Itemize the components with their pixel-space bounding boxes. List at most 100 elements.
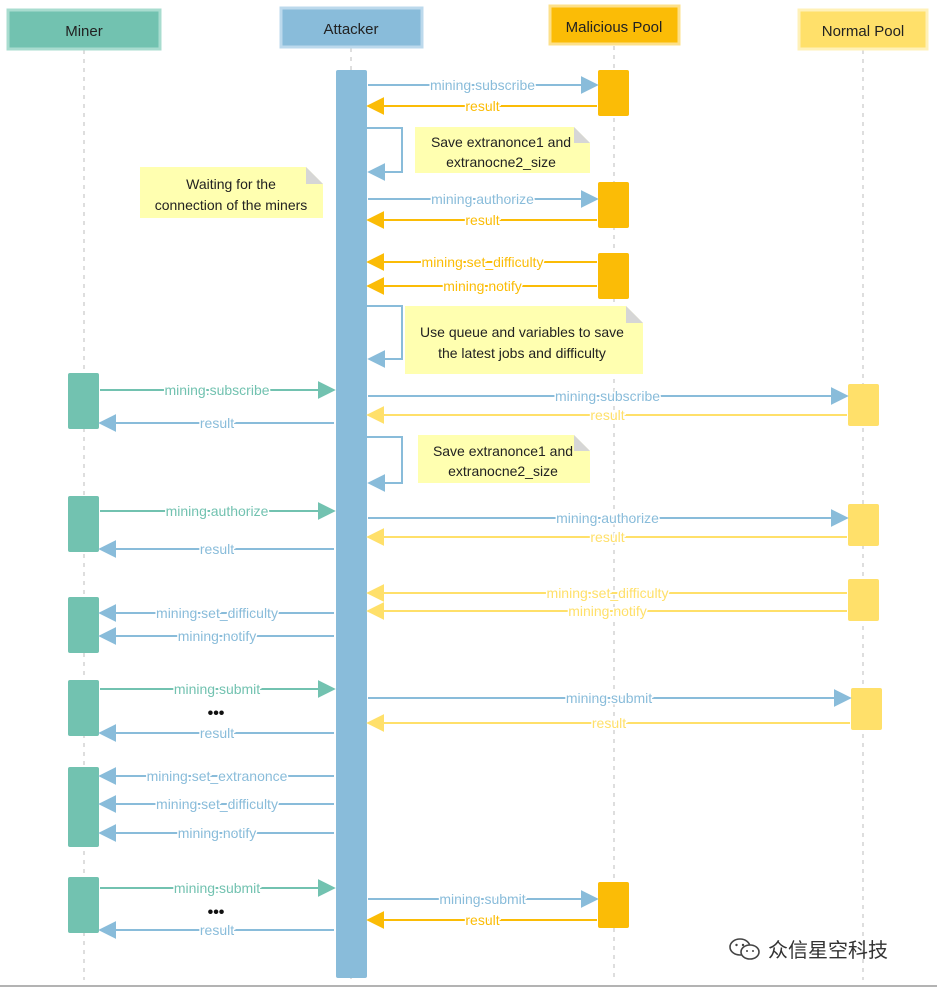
- activation-miner-6: [68, 877, 99, 933]
- message-normal-to-attacker-set-difficulty: mining.set_difficulty: [366, 584, 847, 603]
- message-label: result: [200, 415, 234, 431]
- note-save-extranonce-1: Save extranonce1 and extranocne2_size: [415, 127, 590, 173]
- activation-miner-3: [68, 597, 99, 653]
- activation-normal-1: [848, 384, 879, 426]
- message-attacker-to-miner-set-extranonce: mining.set_extranonce: [98, 767, 334, 786]
- watermark: 众信星空科技: [728, 934, 888, 963]
- note-waiting-line-2: connection of the miners: [155, 197, 308, 213]
- self-messages: [367, 127, 403, 492]
- message-label: mining.set_difficulty: [156, 605, 278, 621]
- message-malicious-to-attacker-result: result: [366, 211, 597, 230]
- message-miner-to-attacker-submit: mining.submit: [100, 879, 336, 898]
- message-label: result: [465, 98, 499, 114]
- message-malicious-to-attacker-set-difficulty: mining.set_difficulty: [366, 253, 597, 272]
- note-save-extranonce-2: Save extranonce1 and extranocne2_size: [418, 435, 590, 483]
- note-save-extranonce-1-line-1: Save extranonce1 and: [431, 134, 571, 150]
- message-label: mining.submit: [174, 880, 260, 896]
- message-label: mining.authorize: [431, 191, 534, 207]
- watermark-text: 众信星空科技: [768, 938, 888, 962]
- message-attacker-to-miner-result: result: [98, 540, 334, 559]
- message-attacker-to-miner-notify: mining.notify: [98, 824, 334, 843]
- activation-miner-4: [68, 680, 99, 736]
- self-loop-1: [367, 127, 403, 181]
- actor-normal-pool: Normal Pool: [797, 8, 929, 51]
- message-label: mining.submit: [566, 690, 652, 706]
- self-loop-2: [367, 305, 403, 368]
- message-label: result: [590, 407, 624, 423]
- actor-malicious-pool-label: Malicious Pool: [566, 19, 663, 36]
- message-label: mining.subscribe: [430, 77, 535, 93]
- activation-malicious-4: [598, 882, 629, 928]
- note-use-queue-line-1: Use queue and variables to save: [420, 324, 624, 340]
- message-label: mining.set_difficulty: [422, 254, 544, 270]
- wechat-icon: [729, 937, 760, 960]
- message-label: mining.notify: [443, 278, 522, 294]
- message-attacker-to-normal-authorize: mining.authorize: [368, 509, 849, 528]
- self-loop-3: [367, 436, 403, 492]
- message-miner-to-attacker-submit: mining.submit: [100, 680, 336, 699]
- message-malicious-to-attacker-notify: mining.notify: [366, 277, 597, 296]
- note-use-queue-line-2: the latest jobs and difficulty: [438, 345, 606, 361]
- activation-malicious-1: [598, 70, 629, 116]
- message-label: result: [592, 715, 626, 731]
- activation-malicious-3: [598, 253, 629, 299]
- message-label: mining.set_extranonce: [147, 768, 288, 784]
- message-miner-to-attacker-authorize: mining.authorize: [100, 502, 336, 521]
- actor-attacker: Attacker: [279, 6, 424, 49]
- message-label: result: [465, 912, 499, 928]
- message-attacker-to-malicious-authorize: mining.authorize: [368, 190, 599, 209]
- message-label: result: [200, 541, 234, 557]
- actor-malicious-pool: Malicious Pool: [548, 4, 681, 46]
- message-label: result: [200, 922, 234, 938]
- ellipsis-1: •••: [208, 705, 225, 722]
- message-miner-to-attacker-subscribe: mining.subscribe: [100, 381, 336, 400]
- note-save-extranonce-1-line-2: extranocne2_size: [446, 154, 556, 170]
- activation-normal-2: [848, 504, 879, 546]
- message-attacker-to-miner-set-difficulty: mining.set_difficulty: [98, 795, 334, 814]
- actor-miner-label: Miner: [65, 23, 103, 40]
- message-attacker-to-malicious-submit: mining.submit: [368, 890, 599, 909]
- note-save-extranonce-2-line-2: extranocne2_size: [448, 463, 558, 479]
- message-attacker-to-miner-result: result: [98, 724, 334, 743]
- note-save-extranonce-2-line-1: Save extranonce1 and: [433, 443, 573, 459]
- message-attacker-to-miner-result: result: [98, 414, 334, 433]
- message-label: mining.notify: [568, 603, 647, 619]
- message-normal-to-attacker-result: result: [366, 528, 847, 547]
- actor-normal-pool-label: Normal Pool: [822, 23, 905, 40]
- message-label: mining.set_difficulty: [156, 796, 278, 812]
- actor-attacker-label: Attacker: [323, 21, 378, 38]
- activation-miner-2: [68, 496, 99, 552]
- note-waiting-line-1: Waiting for the: [186, 176, 276, 192]
- message-malicious-to-attacker-result: result: [366, 911, 597, 930]
- message-label: mining.notify: [178, 628, 257, 644]
- message-malicious-to-attacker-result: result: [366, 97, 597, 116]
- message-normal-to-attacker-result: result: [366, 406, 847, 425]
- message-label: result: [590, 529, 624, 545]
- message-label: mining.submit: [174, 681, 260, 697]
- message-attacker-to-miner-notify: mining.notify: [98, 627, 334, 646]
- message-attacker-to-normal-subscribe: mining.subscribe: [368, 387, 849, 406]
- messages: mining.subscribe result mining.authorize…: [98, 76, 852, 940]
- message-label: mining.subscribe: [164, 382, 269, 398]
- ellipsis-2: •••: [208, 904, 225, 921]
- message-label: mining.authorize: [556, 510, 659, 526]
- message-attacker-to-normal-submit: mining.submit: [368, 689, 852, 708]
- message-label: result: [200, 725, 234, 741]
- note-waiting: Waiting for the connection of the miners: [140, 167, 323, 218]
- activation-bars: [68, 70, 882, 978]
- activation-malicious-2: [598, 182, 629, 228]
- message-label: mining.submit: [439, 891, 525, 907]
- activation-miner-5: [68, 767, 99, 847]
- message-label: result: [465, 212, 499, 228]
- actor-miner: Miner: [6, 8, 162, 51]
- message-label: mining.notify: [178, 825, 257, 841]
- message-attacker-to-miner-result: result: [98, 921, 334, 940]
- activation-attacker: [336, 70, 367, 978]
- message-label: mining.set_difficulty: [547, 585, 669, 601]
- message-label: mining.authorize: [166, 503, 269, 519]
- message-normal-to-attacker-notify: mining.notify: [366, 602, 847, 621]
- message-attacker-to-malicious-subscribe: mining.subscribe: [368, 76, 599, 95]
- message-attacker-to-miner-set-difficulty: mining.set_difficulty: [98, 604, 334, 623]
- activation-miner-1: [68, 373, 99, 429]
